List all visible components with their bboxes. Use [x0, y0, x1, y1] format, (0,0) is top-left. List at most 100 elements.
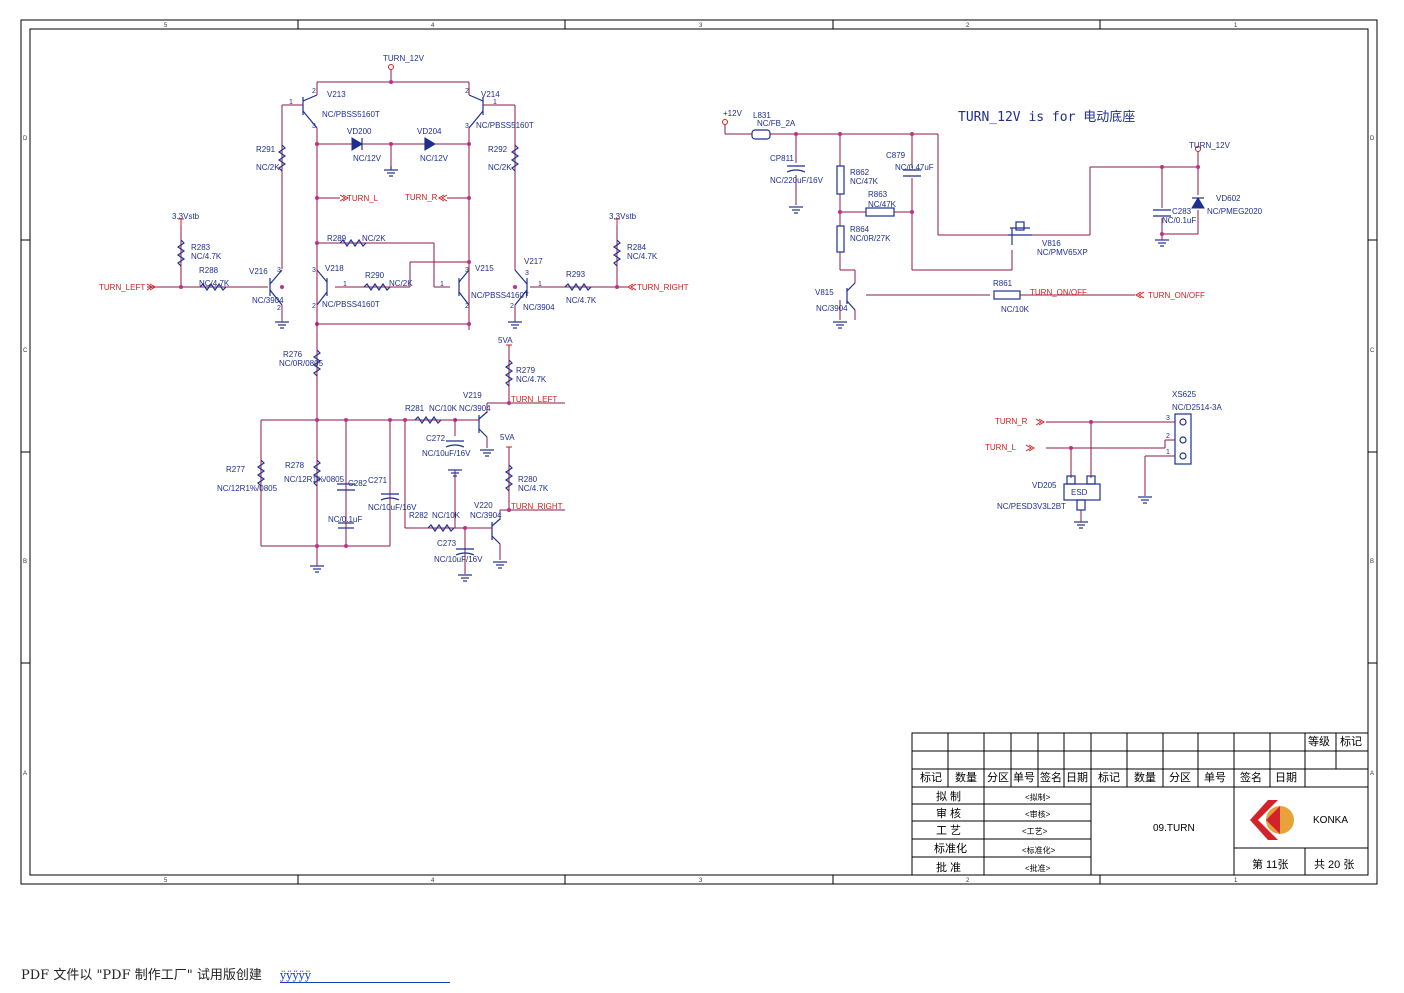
ref-v219: V219: [463, 391, 482, 400]
drawing-name: 09.TURN: [1153, 823, 1195, 834]
resistor-symbols: [176, 144, 622, 533]
rev-h-3: 单号: [1013, 771, 1035, 784]
val-r863: NC/47K: [868, 200, 897, 209]
ref-r289: R289: [327, 234, 347, 243]
val-r283: NC/4.7K: [191, 252, 222, 261]
grade-label: 等级: [1308, 734, 1330, 748]
grid-row-B-right: B: [1370, 559, 1374, 565]
net-turn12v-right: TURN_12V: [1189, 141, 1231, 150]
title-block: [911, 732, 1369, 876]
role-label-2: 工 艺: [936, 824, 961, 837]
rev-h-7: 数量: [1134, 771, 1156, 784]
ref-c283: C283: [1172, 207, 1192, 216]
net-turn-left-in: TURN_LEFT: [99, 283, 145, 292]
ref-c282: C282: [348, 479, 368, 488]
ref-r276: R276: [283, 350, 303, 359]
val-v214: NC/PBSS5160T: [476, 121, 534, 130]
ref-r284: R284: [627, 243, 647, 252]
svg-text:3: 3: [525, 270, 529, 277]
grid-col-5-bottom: 5: [164, 878, 168, 884]
net-5va-bottom: 5VA: [500, 433, 515, 442]
footer-text: PDF 文件以 "PDF 制作工厂" 试用版创建: [21, 968, 262, 983]
val-l831: NC/FB_2A: [757, 119, 796, 128]
grid-row-D: D: [23, 136, 28, 142]
sheet-total: 共 20 张: [1314, 858, 1354, 871]
ref-v214: V214: [481, 90, 500, 99]
rev-h-8: 分区: [1169, 771, 1191, 784]
role-label-1: 审 核: [936, 806, 961, 820]
val-r292: NC/2K: [488, 163, 512, 172]
ref-r292: R292: [488, 145, 508, 154]
rev-h-6: 标记: [1098, 770, 1120, 784]
svg-text:1: 1: [289, 99, 293, 106]
role-label-3: 标准化: [934, 841, 967, 855]
net-5va-top: 5VA: [498, 336, 513, 345]
val-r861: NC/10K: [1001, 305, 1030, 314]
outer-frame: [20, 19, 1378, 885]
val-v218: NC/PBSS4160T: [322, 300, 380, 309]
val-v220: NC/3904: [470, 511, 502, 520]
net-turn-left-out: TURN_LEFT: [511, 395, 557, 404]
val-r276: NC/0R/0805: [279, 359, 324, 368]
val-c271: NC/10uF/16V: [368, 503, 417, 512]
xs625-connector: [1174, 413, 1192, 465]
rev-h-0: 标记: [920, 770, 942, 784]
val-vd200: NC/12V: [353, 154, 382, 163]
svg-text:2: 2: [465, 88, 469, 95]
net-turn-right-out: TURN_RIGHT: [511, 502, 563, 511]
svg-text:3: 3: [1166, 415, 1170, 422]
svg-text:3: 3: [312, 267, 316, 274]
net-3v3stb-left: 3.3Vstb: [172, 212, 200, 221]
ref-r282: R282: [409, 511, 429, 520]
ref-vd205: VD205: [1032, 481, 1057, 490]
val-xs625: NC/D2514-3A: [1172, 403, 1222, 412]
ref-l831: L831: [753, 111, 771, 120]
val-r288: NC/4.7K: [199, 279, 230, 288]
ref-v220: V220: [474, 501, 493, 510]
role-value-0: <拟制>: [1025, 792, 1051, 802]
ref-vd204: VD204: [417, 127, 442, 136]
revision-headers: 标记 数量 分区 单号 签名 日期 标记 数量 分区 单号 签名 日期 等级 标…: [920, 734, 1362, 784]
val-r277: NC/12R1%/0805: [217, 484, 278, 493]
ref-c879: C879: [886, 151, 906, 160]
connector-dots: [1069, 420, 1093, 450]
connector-net-arrows: [1025, 418, 1045, 452]
ref-r283: R283: [191, 243, 211, 252]
ref-r277: R277: [226, 465, 246, 474]
val-vd204: NC/12V: [420, 154, 449, 163]
ref-r864: R864: [850, 225, 870, 234]
junction-dots: [179, 80, 619, 548]
ref-v218: V218: [325, 264, 344, 273]
val-r291: NC/2K: [256, 163, 280, 172]
footer-link[interactable]: ÿÿÿÿÿ: [280, 969, 451, 983]
svg-text:2: 2: [465, 303, 469, 310]
grid-row-A-right: A: [1370, 771, 1374, 777]
pdf-footer: PDF 文件以 "PDF 制作工厂" 试用版创建 ÿÿÿÿÿ: [21, 964, 451, 983]
val-v217: NC/3904: [523, 303, 555, 312]
grid-col-1-bottom: 1: [1234, 878, 1238, 884]
sheet-number: 第 11张: [1252, 857, 1288, 871]
grid-col-5: 5: [164, 23, 168, 29]
svg-text:1: 1: [1166, 449, 1170, 456]
grid-col-2: 2: [966, 23, 970, 29]
capacitor-symbols: [337, 165, 1171, 556]
ref-vd200: VD200: [347, 127, 372, 136]
connector-pins: 321: [1166, 415, 1170, 456]
role-label-4: 批 准: [936, 860, 961, 874]
svg-text:2: 2: [277, 305, 281, 312]
val-v816: NC/PMV65XP: [1037, 248, 1088, 257]
ref-r288: R288: [199, 266, 219, 275]
vd205-esd: [1063, 475, 1101, 511]
val-vd205: NC/PESD3V3L2BT: [997, 502, 1066, 511]
power-switch-parts: [722, 119, 1201, 300]
val-r278: NC/12R1%/0805: [284, 475, 345, 484]
net-turn-l-connector: TURN_L: [985, 443, 1017, 452]
mark-label: 标记: [1340, 734, 1362, 748]
company-name: KONKA: [1313, 815, 1348, 826]
val-c283: NC/0.1uF: [1162, 216, 1196, 225]
grid-row-D-right: D: [1370, 136, 1375, 142]
ref-v217: V217: [524, 257, 543, 266]
rev-h-10: 签名: [1240, 770, 1262, 784]
turn-onoff-arrows: [1135, 291, 1145, 299]
ref-v816: V816: [1042, 239, 1061, 248]
